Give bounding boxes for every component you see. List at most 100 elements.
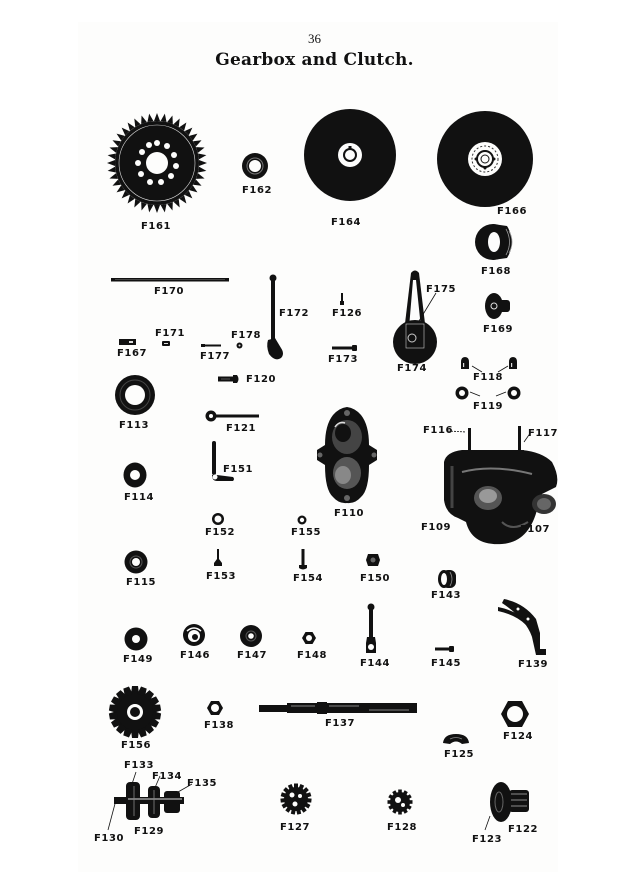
screw-f177-illustration: [201, 343, 221, 348]
part-label-f133: F133: [124, 760, 155, 771]
part-label-f121: F121: [226, 423, 257, 434]
leader-lines-layshaft: [100, 768, 210, 838]
block-f167-illustration: [119, 339, 137, 346]
part-label-f162: F162: [242, 185, 273, 196]
part-label-f164: F164: [331, 217, 362, 228]
clutch-sleeve-f168-illustration: [473, 223, 519, 261]
washer-f119-left-illustration: [455, 386, 469, 400]
part-label-f139: F139: [518, 659, 549, 670]
gear-f128-illustration: [387, 789, 413, 815]
lever-arm-f172-illustration: [265, 274, 287, 362]
leader-line-f123: [483, 815, 493, 832]
part-label-f174: F174: [397, 363, 428, 374]
part-label-f129: F129: [134, 826, 165, 837]
washer-f155-illustration: [297, 515, 307, 525]
part-label-f152: F152: [205, 527, 236, 538]
part-label-f147: F147: [237, 650, 268, 661]
nut-f150-illustration: [365, 552, 381, 568]
page-number: 36: [308, 31, 321, 46]
part-label-f175: F175: [426, 284, 457, 295]
sprocket-f161-illustration: [107, 113, 207, 213]
screw-f173-illustration: [332, 345, 358, 351]
part-label-f154: F154: [293, 573, 324, 584]
push-rod-f170-illustration: [111, 277, 231, 283]
part-label-f124: F124: [503, 731, 534, 742]
selector-rod-f144-illustration: [364, 603, 378, 655]
ring-f114-illustration: [123, 462, 147, 488]
part-label-f150: F150: [360, 573, 391, 584]
bush-f143-illustration: [436, 569, 458, 589]
leader-line-f117: [523, 431, 533, 444]
bent-lever-f151-illustration: [209, 441, 235, 483]
selector-fork-f139-illustration: [496, 597, 546, 657]
part-label-f145: F145: [431, 658, 462, 669]
part-label-f127: F127: [280, 822, 311, 833]
gearbox-housing-f107-illustration: [432, 422, 562, 548]
part-label-f138: F138: [204, 720, 235, 731]
part-label-f156: F156: [121, 740, 152, 751]
leader-line-f175: [418, 292, 438, 323]
part-label-f120: F120: [246, 374, 277, 385]
leader-arrows-f118: [470, 364, 510, 374]
part-label-f130: F130: [94, 833, 125, 844]
part-label-f168: F168: [481, 266, 512, 277]
gear-f127-illustration: [280, 783, 312, 815]
ring-f115-illustration: [124, 550, 148, 574]
part-label-f128: F128: [387, 822, 418, 833]
part-label-f161: F161: [141, 221, 172, 232]
screw-f145-illustration: [435, 646, 455, 652]
part-label-f135: F135: [187, 778, 218, 789]
part-label-f151: F151: [223, 464, 254, 475]
hex-nut-f138-illustration: [206, 699, 224, 717]
part-label-f115: F115: [126, 577, 157, 588]
part-label-f173: F173: [328, 354, 359, 365]
part-label-f171: F171: [155, 328, 186, 339]
gearbox-cover-f110-illustration: [315, 405, 379, 505]
part-label-f110: F110: [334, 508, 365, 519]
clutch-plate-f164-illustration: [303, 108, 397, 202]
part-label-f149: F149: [123, 654, 154, 665]
part-label-f107: F107: [520, 524, 551, 535]
part-label-f116: F116: [423, 425, 454, 436]
washer-f162-illustration: [240, 151, 270, 181]
pin-f153-illustration: [213, 549, 223, 567]
large-hex-nut-f124-illustration: [500, 700, 530, 728]
washer-f119-right-illustration: [507, 386, 521, 400]
part-label-f146: F146: [180, 650, 211, 661]
cable-lever-f174-illustration: [390, 268, 440, 372]
part-label-f134: F134: [152, 771, 183, 782]
leader-line-f116: [447, 428, 468, 434]
washer-f149-illustration: [124, 627, 148, 651]
part-label-f178: F178: [231, 330, 262, 341]
part-label-f155: F155: [291, 527, 322, 538]
page-title: Gearbox and Clutch.: [215, 50, 414, 70]
bolt-f154-illustration: [298, 549, 308, 571]
part-label-f172: F172: [279, 308, 310, 319]
part-label-f125: F125: [444, 749, 475, 760]
part-label-f119: F119: [473, 401, 504, 412]
part-label-f114: F114: [124, 492, 155, 503]
main-shaft-f137-illustration: [259, 702, 419, 714]
part-label-f137: F137: [325, 718, 356, 729]
part-label-f170: F170: [154, 286, 185, 297]
part-label-f144: F144: [360, 658, 391, 669]
clutch-plate-f166-illustration: [436, 110, 534, 208]
part-label-f113: F113: [119, 420, 150, 431]
part-label-f117: F117: [528, 428, 559, 439]
ring-f113-illustration: [114, 374, 156, 416]
part-label-f109: F109: [421, 522, 452, 533]
clutch-stud-f169-illustration: [484, 292, 512, 320]
part-label-f118: F118: [473, 372, 504, 383]
part-label-f122: F122: [508, 824, 539, 835]
part-label-f177: F177: [200, 351, 231, 362]
bolt-f120-illustration: [218, 375, 240, 383]
block-f171-illustration: [162, 341, 170, 347]
part-label-f167: F167: [117, 348, 148, 359]
sprocket-f156-illustration: [108, 685, 162, 739]
part-label-f123: F123: [472, 834, 503, 845]
cap-nut-f118-right-illustration: [507, 357, 519, 370]
cup-washer-f146-illustration: [182, 623, 206, 647]
rod-f121-illustration: [205, 410, 261, 422]
pin-f126-illustration: [339, 293, 345, 307]
hex-nut-f148-illustration: [301, 630, 317, 646]
